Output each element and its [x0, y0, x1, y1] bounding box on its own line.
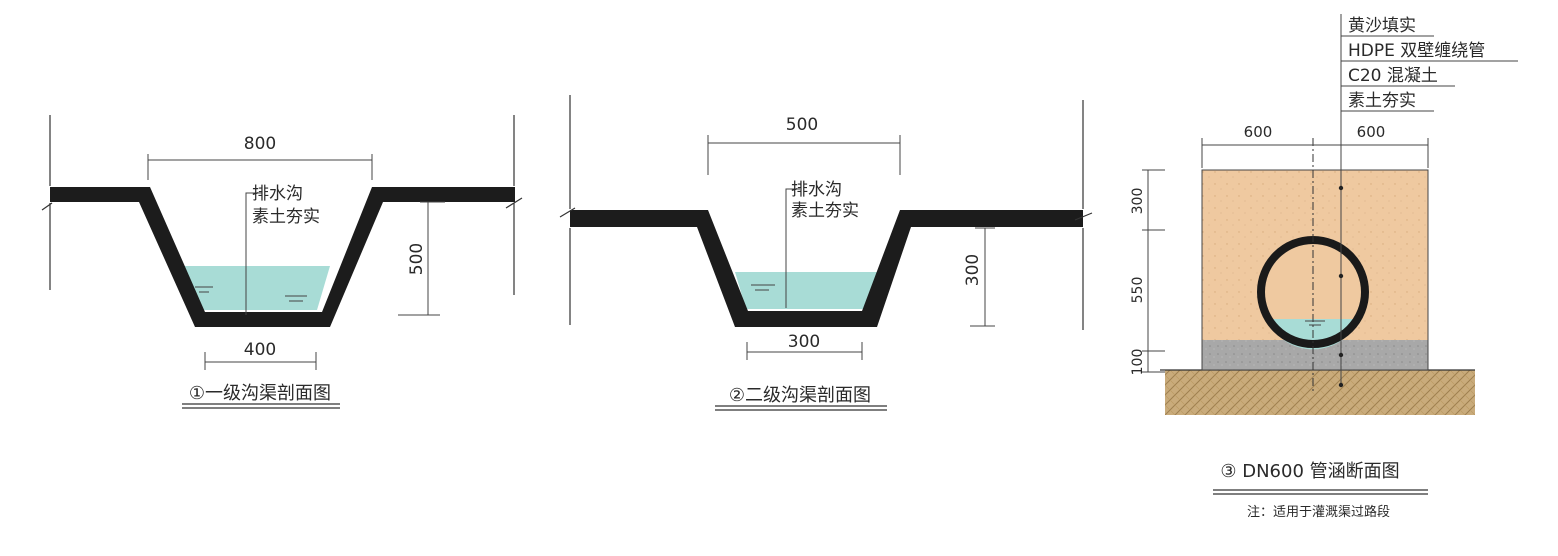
s1-dim-bottom: [204, 352, 317, 370]
s3-layer-4: 素土夯实: [1348, 91, 1416, 111]
s1-water-mark: [195, 286, 307, 302]
s1-depth: 500: [407, 243, 427, 275]
s2-dim-depth: [970, 227, 995, 327]
s3-height-bottom: 100: [1130, 349, 1146, 376]
s3-note: 注：适用于灌溉渠过路段: [1247, 504, 1390, 520]
s3-dim-vertical: [1142, 169, 1165, 373]
s3-height-mid: 550: [1130, 277, 1146, 304]
s3-leader-dot-3: [1338, 352, 1344, 358]
s3-leader-dot-4: [1338, 382, 1344, 388]
s2-water: [735, 272, 878, 309]
s3-compacted-soil: [1165, 370, 1475, 415]
s3-layer-1: 黄沙填实: [1348, 16, 1416, 36]
s1-dim-top: [147, 154, 373, 180]
s2-bottom-width: 300: [788, 332, 820, 352]
s3-pipe-inner: [1263, 242, 1363, 342]
s1-caption-underline: [182, 403, 340, 409]
s2-caption: ②二级沟渠剖面图: [729, 385, 871, 406]
s3-leader-dot-2: [1338, 273, 1344, 279]
s2-label-2: 素土夯实: [791, 201, 859, 221]
s2-leader: [785, 188, 800, 308]
section-1: 800 400 500 排水沟 素土夯实 ①一级沟渠剖面图: [41, 115, 523, 409]
s3-caption-underline: [1213, 489, 1428, 495]
s1-caption: ①一级沟渠剖面图: [189, 383, 331, 404]
s2-caption-underline: [715, 405, 887, 411]
s3-water-mark: [1305, 320, 1325, 326]
s3-dim-top: [1201, 138, 1429, 168]
s1-dim-depth: [398, 201, 445, 316]
s2-dim-bottom: [746, 342, 863, 360]
s2-concrete-lining: [570, 210, 1083, 327]
s1-break-left: [41, 115, 53, 290]
section-3: 600 600 300 550 100 黄沙填实 HDPE 双壁缠绕管 C20 …: [1130, 14, 1518, 520]
s2-depth: 300: [963, 254, 983, 286]
s2-label-1: 排水沟: [791, 180, 842, 200]
s3-height-top: 300: [1130, 188, 1146, 215]
section-2: 500 300 300 排水沟 素土夯实 ②二级沟渠剖面图: [559, 95, 1093, 411]
s1-leader: [245, 192, 262, 315]
s1-water: [181, 266, 330, 310]
s3-layer-3: C20 混凝土: [1348, 66, 1438, 86]
s3-width-left: 600: [1244, 123, 1273, 141]
s1-concrete-lining: [50, 187, 515, 327]
s1-label-2: 素土夯实: [252, 207, 320, 227]
s2-top-width: 500: [786, 115, 818, 135]
s1-label-1: 排水沟: [252, 184, 303, 204]
s1-bottom-width: 400: [244, 340, 276, 360]
s3-caption: ③ DN600 管涵断面图: [1220, 461, 1399, 482]
s3-leader-dot-1: [1338, 185, 1344, 191]
s2-water-mark: [751, 284, 775, 291]
s1-break-right: [505, 115, 523, 295]
s3-layer-2: HDPE 双壁缠绕管: [1348, 41, 1485, 61]
s1-top-width: 800: [244, 134, 276, 154]
s2-break-left: [559, 95, 576, 325]
s3-width-right: 600: [1357, 123, 1386, 141]
s2-dim-top: [707, 135, 901, 175]
s2-break-right: [1074, 100, 1093, 330]
s3-outline: [1201, 169, 1429, 371]
